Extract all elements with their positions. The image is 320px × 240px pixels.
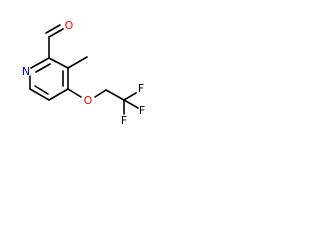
bond-cho-o-double — [45, 24, 61, 34]
fluorine-right-label: F — [139, 104, 145, 117]
oxygen-aldehyde-label: O — [65, 19, 74, 32]
bond-c5-c6 — [29, 88, 50, 101]
bond-o-ch2 — [94, 89, 107, 98]
bond-n1-c2-inner — [35, 63, 51, 73]
bond-c4-o — [67, 88, 82, 98]
bond-c3-methyl — [67, 56, 88, 69]
bond-cf3-f-right — [123, 99, 139, 109]
molecule-structure: O N O F F F — [22, 19, 145, 127]
nitrogen-ring-label: N — [22, 65, 30, 78]
oxygen-ether-label: O — [84, 94, 93, 107]
fluorine-top-label: F — [138, 82, 144, 95]
pyridine-ring — [29, 57, 69, 101]
bond-c2-c3 — [48, 57, 69, 69]
bond-c5-c6-inner — [34, 85, 49, 95]
fluorine-bottom-label: F — [121, 114, 127, 127]
bond-c4-c5 — [48, 88, 69, 101]
bond-cf3-f-top — [123, 92, 137, 101]
bond-ch2-cf3 — [105, 89, 125, 101]
bond-cho-o — [48, 28, 64, 38]
trifluoroethoxy-group — [67, 88, 139, 115]
bond-n1-c2 — [30, 57, 50, 69]
aldehyde-group — [45, 24, 64, 59]
